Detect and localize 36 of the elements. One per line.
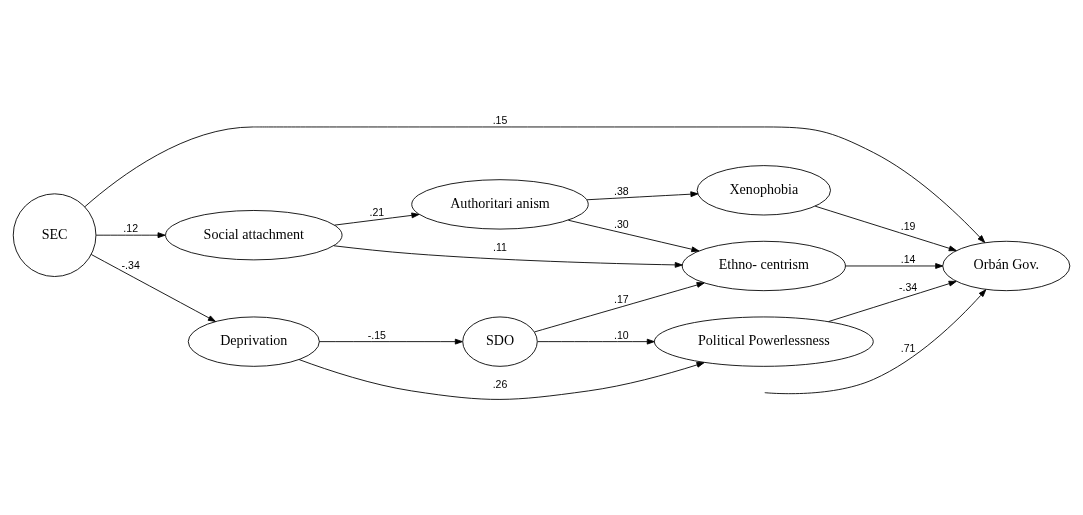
arrow — [95, 232, 166, 239]
edge-label: .14 — [900, 252, 916, 265]
edge-label: .12 — [123, 222, 139, 235]
edge-label: .15 — [492, 113, 508, 126]
edge-label: .30 — [614, 217, 629, 230]
arrow — [828, 280, 957, 322]
edge-label: .38 — [614, 185, 629, 198]
arrow — [567, 219, 700, 253]
arrow — [318, 338, 463, 345]
edge-label: .19 — [900, 219, 916, 232]
edge-label: .21 — [369, 206, 385, 219]
node-circle: SEC — [12, 193, 97, 277]
node-ellipse: Xenophobia — [696, 165, 831, 216]
node-ellipse: SDO — [462, 316, 538, 367]
node-ellipse: Ethno- centrism — [681, 240, 846, 292]
arrow — [764, 289, 987, 395]
node-ellipse: Social attachment — [165, 210, 343, 261]
edge-label: -.15 — [367, 328, 386, 341]
arrow — [333, 245, 683, 268]
edge-label: -.34 — [121, 259, 140, 272]
edge-label: .10 — [614, 328, 629, 341]
arrow — [586, 191, 699, 201]
edge-label: -.34 — [898, 281, 918, 294]
arrow — [814, 205, 957, 252]
edge-label: .26 — [492, 377, 508, 390]
edge-label: .71 — [900, 341, 916, 354]
arrow — [90, 254, 216, 322]
arrow — [534, 282, 705, 333]
arrow — [298, 359, 705, 400]
arrow — [334, 212, 420, 226]
edge-label: .11 — [493, 240, 507, 253]
arrow — [84, 126, 986, 243]
arrow — [845, 263, 944, 269]
arrow — [537, 338, 655, 345]
node-ellipse: Orbán Gov. — [942, 240, 1071, 292]
edge-label: .17 — [614, 292, 629, 305]
